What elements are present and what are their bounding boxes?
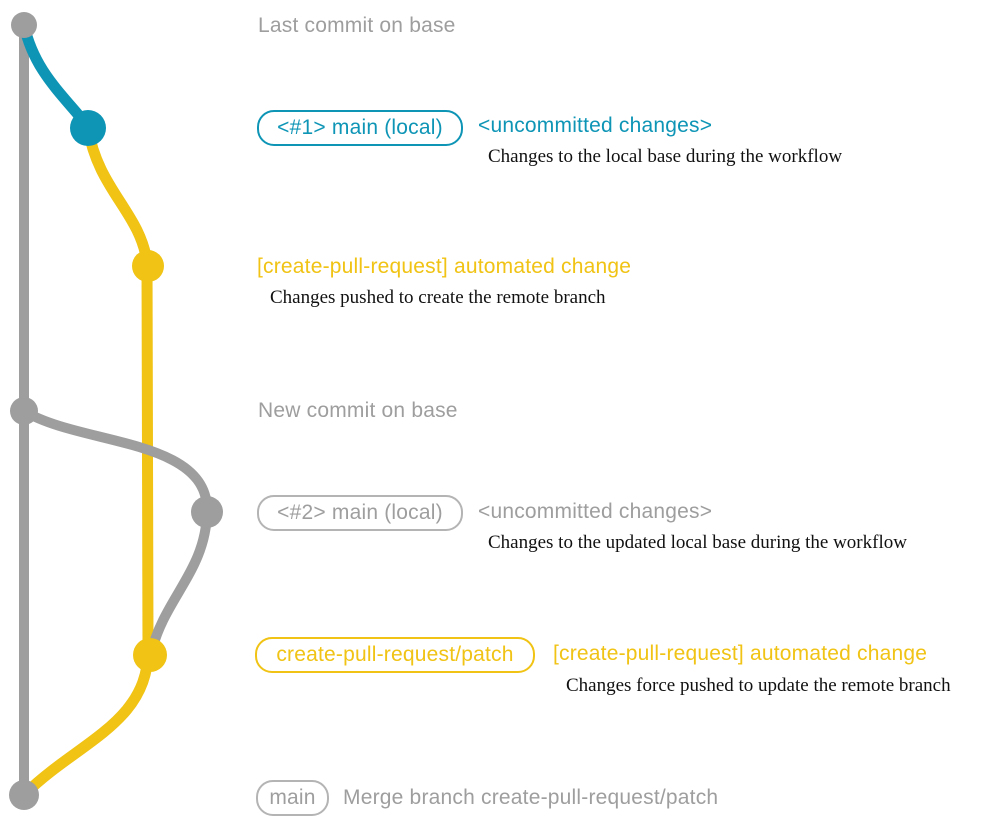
- merge-branch-title: Merge branch create-pull-request/patch: [343, 786, 719, 809]
- branch-badge-main: main: [256, 780, 329, 816]
- automated-change-note-1: Changes pushed to create the remote bran…: [270, 287, 606, 308]
- last-commit-label: Last commit on base: [258, 14, 456, 37]
- branch-badge-label: <#1> main (local): [277, 116, 443, 139]
- commit-dot-automated-2: [133, 638, 167, 672]
- commit-dot-merge: [9, 780, 39, 810]
- commit-dot-last-base: [11, 12, 37, 38]
- branch-badge-label: main: [269, 786, 316, 809]
- commit-dot-new-base: [10, 397, 38, 425]
- automated-change-title-2: [create-pull-request] automated change: [553, 642, 928, 665]
- branch-badge-main-local-2: <#2> main (local): [257, 495, 463, 531]
- commit-dot-main-local-1: [70, 110, 106, 146]
- updated-base-fork-line: [19, 406, 212, 513]
- automated-change-note-2: Changes force pushed to update the remot…: [566, 675, 951, 696]
- patch-branch-line: [20, 122, 154, 799]
- uncommitted-changes-note-2: Changes to the updated local base during…: [488, 532, 907, 553]
- branch-badge-main-local-1: <#1> main (local): [257, 110, 463, 146]
- new-commit-label: New commit on base: [258, 399, 458, 422]
- branch-badge-patch: create-pull-request/patch: [255, 637, 535, 673]
- commit-dot-main-local-2: [191, 496, 223, 528]
- uncommitted-changes-note-1: Changes to the local base during the wor…: [488, 146, 843, 167]
- uncommitted-changes-title-2: <uncommitted changes>: [478, 500, 713, 523]
- automated-change-title-1: [create-pull-request] automated change: [257, 255, 632, 278]
- local-main-branch-line: [18, 19, 92, 130]
- rebase-merge-line: [147, 507, 212, 655]
- uncommitted-changes-title-1: <uncommitted changes>: [478, 114, 713, 137]
- branch-badge-label: <#2> main (local): [277, 501, 443, 524]
- branch-badge-label: create-pull-request/patch: [276, 643, 514, 666]
- commit-dot-automated-1: [132, 250, 164, 282]
